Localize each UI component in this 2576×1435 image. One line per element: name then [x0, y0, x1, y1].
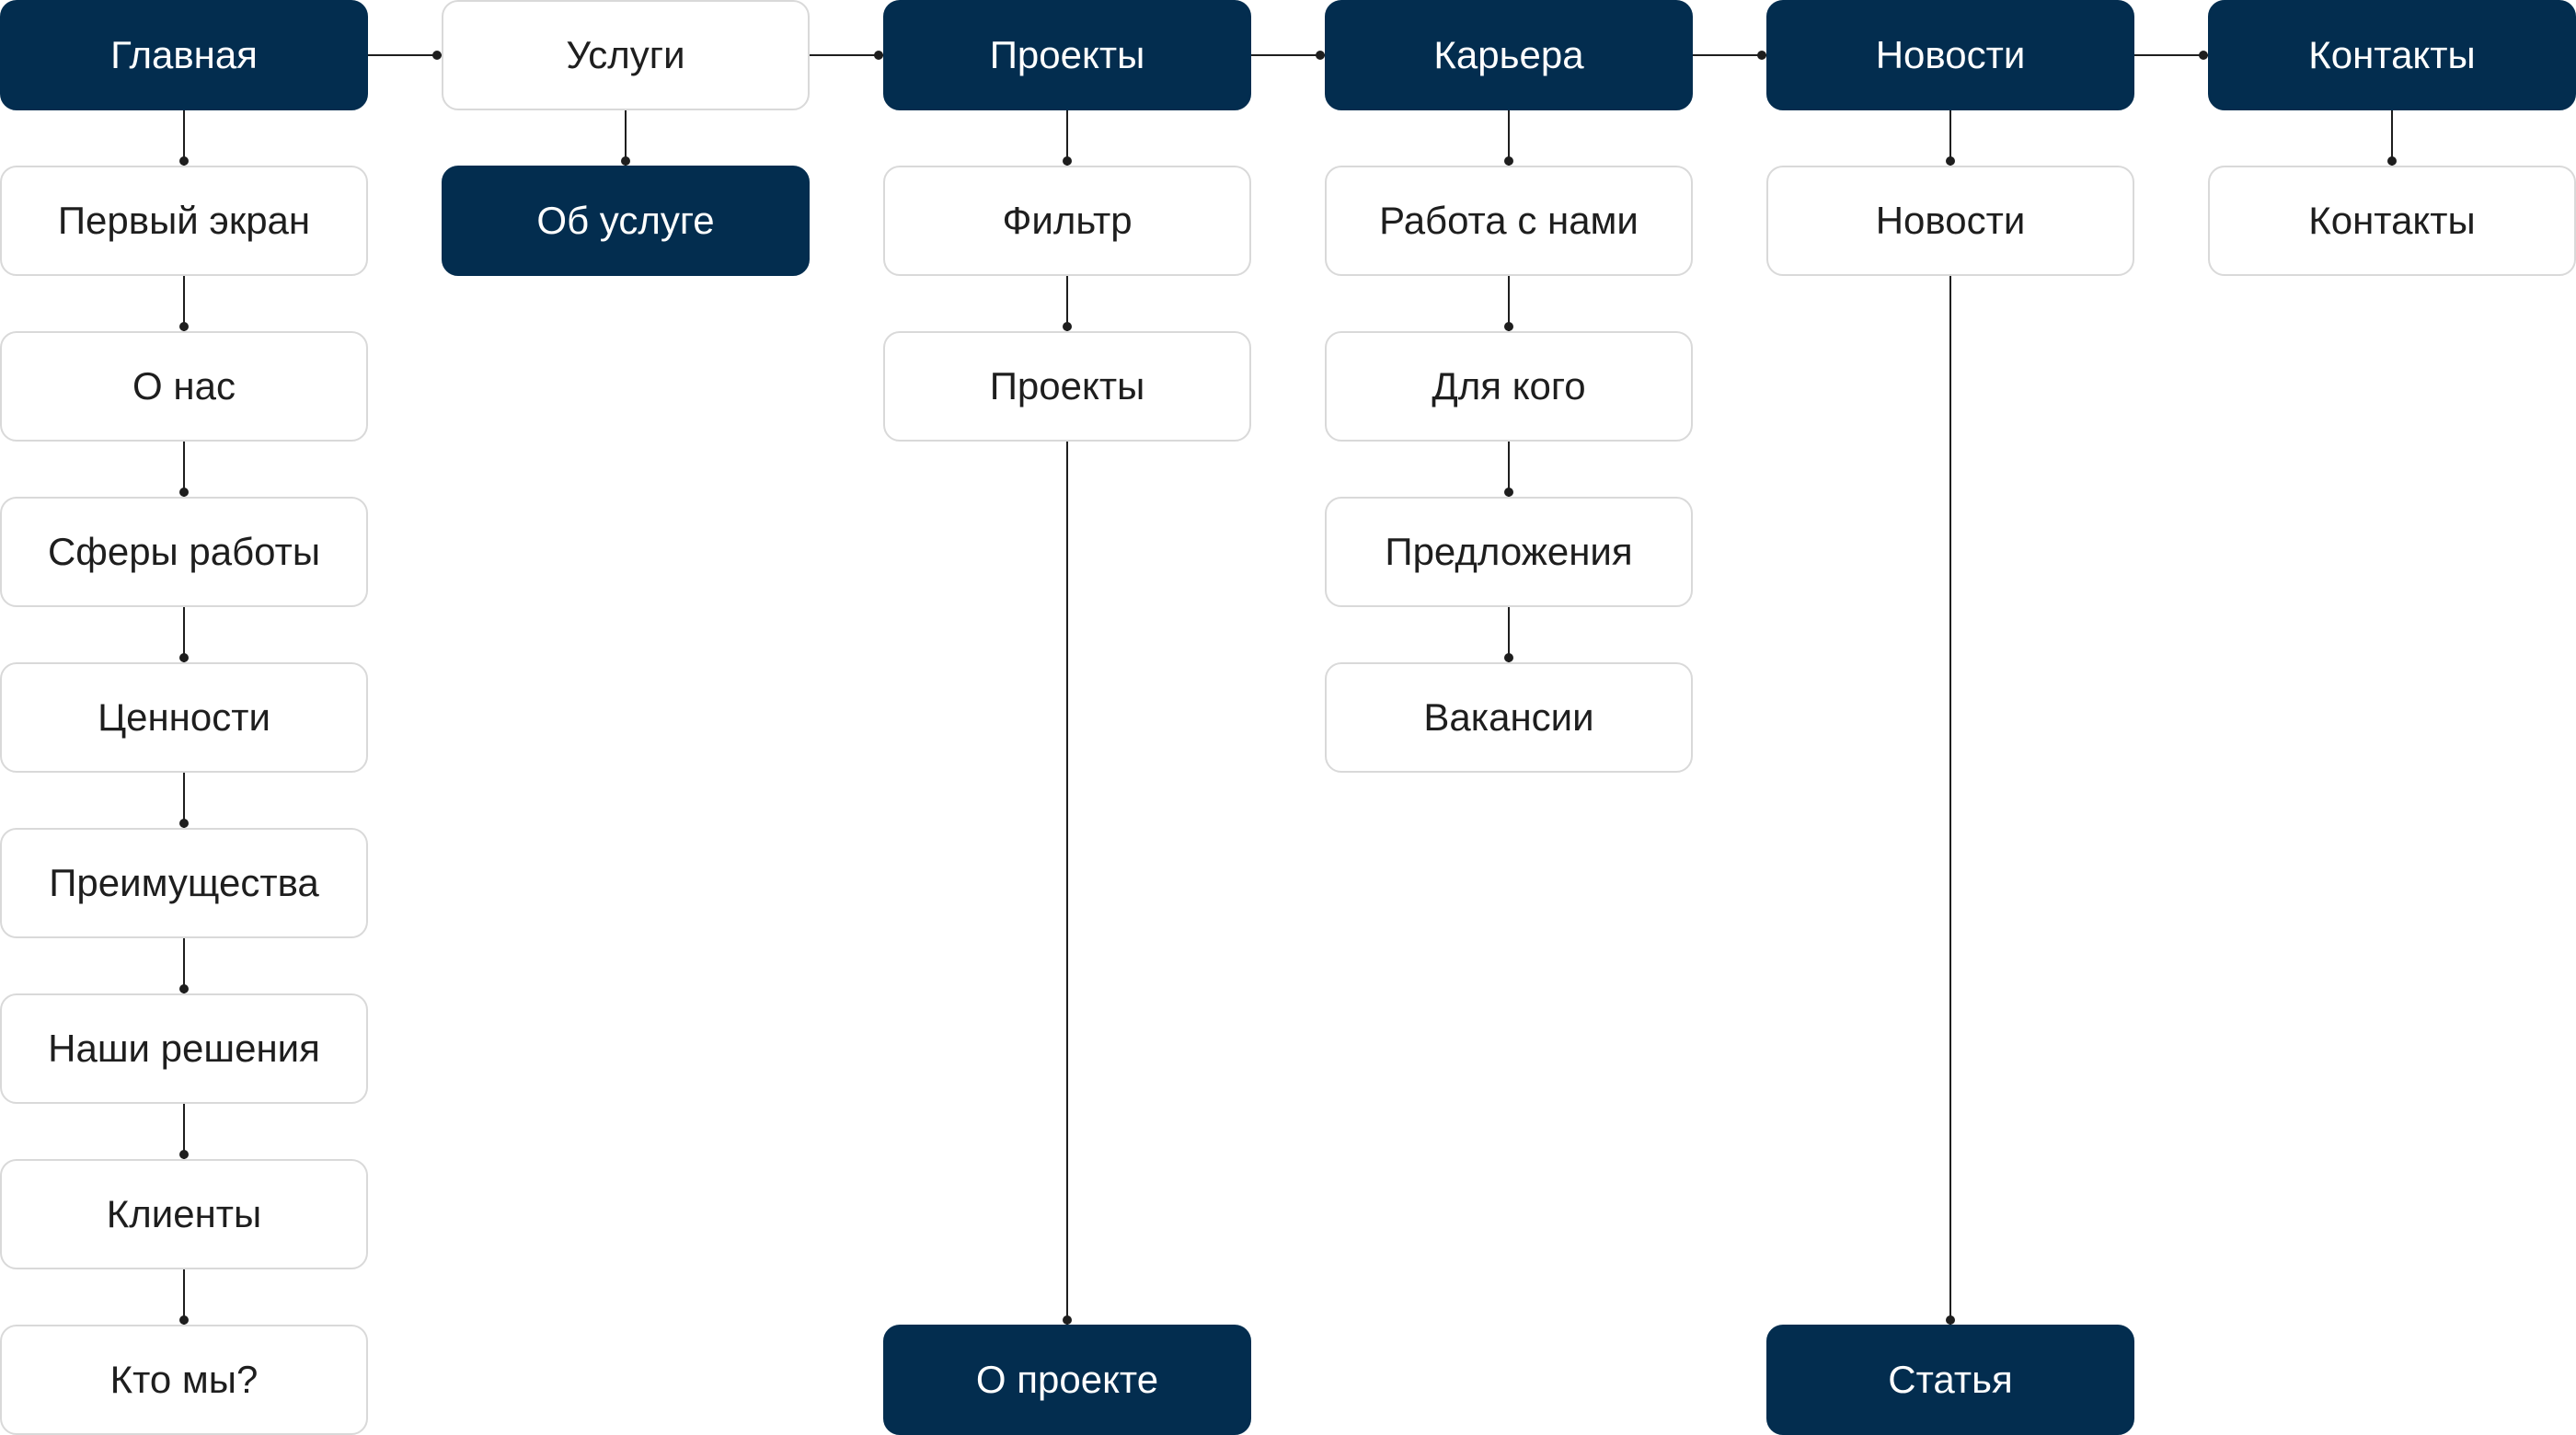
node-label: Для кого — [1432, 364, 1586, 408]
connector-dot — [1757, 51, 1766, 60]
connector-dot — [621, 156, 630, 166]
node-career-vacancies[interactable]: Вакансии — [1325, 662, 1693, 773]
node-main-areas[interactable]: Сферы работы — [0, 497, 368, 607]
node-label: Контакты — [2308, 33, 2476, 76]
connector-dot — [1504, 488, 1513, 497]
node-services-about-service[interactable]: Об услуге — [442, 166, 810, 276]
node-contacts-root[interactable]: Контакты — [2208, 0, 2576, 110]
connector-dot — [179, 1150, 189, 1159]
node-main-who-we-are[interactable]: Кто мы? — [0, 1325, 368, 1435]
node-label: Об услуге — [536, 199, 715, 242]
node-news-article[interactable]: Статья — [1766, 1325, 2134, 1435]
connector-dot — [2199, 51, 2208, 60]
connector-dot — [1946, 1315, 1955, 1325]
node-label: Наши решения — [48, 1027, 320, 1070]
node-projects-filter[interactable]: Фильтр — [883, 166, 1251, 276]
node-label: Клиенты — [106, 1192, 262, 1235]
node-news-list[interactable]: Новости — [1766, 166, 2134, 276]
connector-dot — [2387, 156, 2397, 166]
node-career-root[interactable]: Карьера — [1325, 0, 1693, 110]
node-label: Статья — [1888, 1358, 2013, 1401]
node-label: Главная — [110, 33, 258, 76]
connector-dot — [179, 156, 189, 166]
connector-dot — [1504, 322, 1513, 331]
node-label: Проекты — [989, 33, 1145, 76]
node-projects-detail[interactable]: О проекте — [883, 1325, 1251, 1435]
node-label: Вакансии — [1423, 695, 1594, 739]
node-label: Работа с нами — [1379, 199, 1639, 242]
node-label: Услуги — [566, 33, 685, 76]
node-news-root[interactable]: Новости — [1766, 0, 2134, 110]
connector-dot — [874, 51, 883, 60]
node-label: Ценности — [98, 695, 270, 739]
node-label: Новости — [1875, 199, 2026, 242]
node-main-first-screen[interactable]: Первый экран — [0, 166, 368, 276]
node-label: Новости — [1875, 33, 2026, 76]
connector-dot — [1946, 156, 1955, 166]
node-label: Первый экран — [57, 199, 311, 242]
node-main-values[interactable]: Ценности — [0, 662, 368, 773]
node-main-solutions[interactable]: Наши решения — [0, 993, 368, 1104]
connector-dot — [1063, 322, 1072, 331]
node-contacts-page[interactable]: Контакты — [2208, 166, 2576, 276]
node-label: Предложения — [1385, 530, 1633, 573]
connector-dot — [179, 322, 189, 331]
node-main-root[interactable]: Главная — [0, 0, 368, 110]
connector-dot — [179, 653, 189, 662]
node-label: Проекты — [989, 364, 1145, 408]
connector-dot — [179, 1315, 189, 1325]
node-career-offers[interactable]: Предложения — [1325, 497, 1693, 607]
connector-dot — [1063, 156, 1072, 166]
node-label: Фильтр — [1002, 199, 1133, 242]
connector-dot — [179, 819, 189, 828]
node-main-about[interactable]: О нас — [0, 331, 368, 442]
connector-dot — [1504, 156, 1513, 166]
node-career-for-whom[interactable]: Для кого — [1325, 331, 1693, 442]
node-main-clients[interactable]: Клиенты — [0, 1159, 368, 1269]
node-label: Контакты — [2308, 199, 2476, 242]
connector-dot — [179, 488, 189, 497]
node-projects-root[interactable]: Проекты — [883, 0, 1251, 110]
node-label: Сферы работы — [47, 530, 321, 573]
connector-dot — [1063, 1315, 1072, 1325]
node-main-advantages[interactable]: Преимущества — [0, 828, 368, 938]
node-label: Кто мы? — [109, 1358, 259, 1401]
connector-dot — [1504, 653, 1513, 662]
connector-dot — [432, 51, 442, 60]
connector-dot — [1316, 51, 1325, 60]
node-services-root[interactable]: Услуги — [442, 0, 810, 110]
node-label: О нас — [132, 364, 236, 408]
node-career-work-with-us[interactable]: Работа с нами — [1325, 166, 1693, 276]
node-label: Преимущества — [49, 861, 319, 904]
node-label: О проекте — [975, 1358, 1159, 1401]
connector-dot — [179, 984, 189, 993]
node-label: Карьера — [1433, 33, 1584, 76]
node-projects-list[interactable]: Проекты — [883, 331, 1251, 442]
